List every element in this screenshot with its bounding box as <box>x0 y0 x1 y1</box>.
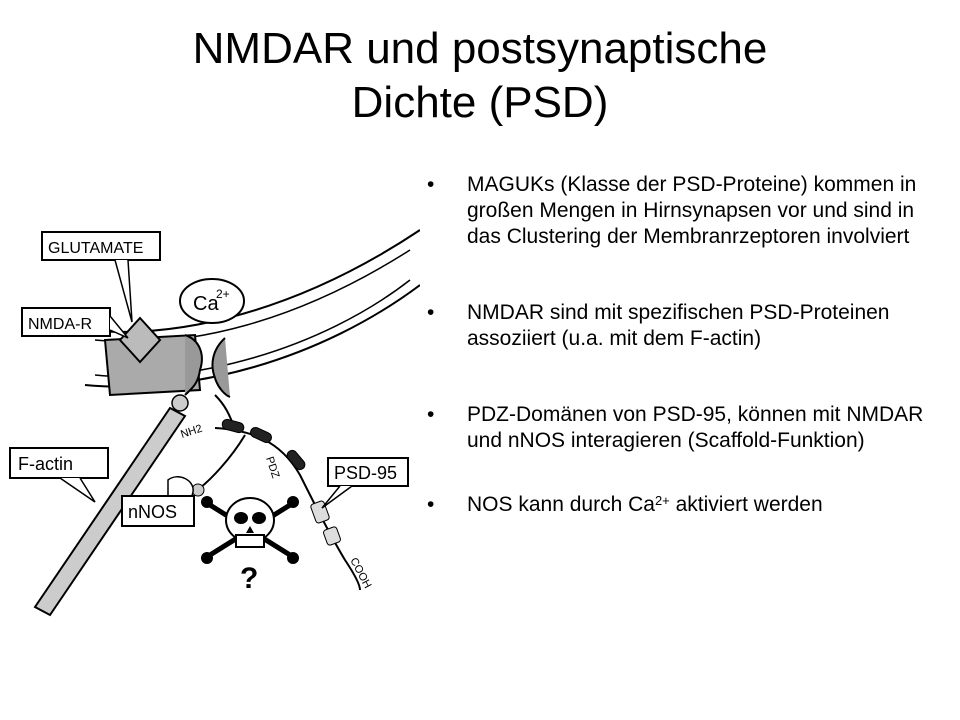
f-actin-pointer <box>59 477 96 503</box>
pdz-label: PDZ <box>263 455 281 480</box>
bullet-text-2: NMDAR sind mit spezifischen PSD-Proteine… <box>467 301 890 350</box>
glutamate-pointer <box>114 259 133 323</box>
glutamate-label-box <box>41 231 161 261</box>
f-actin-label: F-actin <box>18 454 73 474</box>
bullet-nmdar-psd: • NMDAR sind mit spezifischen PSD-Protei… <box>425 300 945 352</box>
psd95-label-box <box>327 457 409 487</box>
channel-left-lobe <box>184 334 203 396</box>
glutamate-label: GLUTAMATE <box>48 240 143 257</box>
gk-domain <box>323 526 341 546</box>
channel-right-lobe <box>211 337 231 398</box>
bullet-maguks: • MAGUKs (Klasse der PSD-Proteine) komme… <box>425 172 945 250</box>
bullet-nos-calcium: • NOS kann durch Ca2+ aktiviert werden <box>425 492 945 518</box>
membrane-line-outer <box>84 229 420 333</box>
skull-crossbones-icon <box>201 496 299 564</box>
nmda-r-pointer <box>109 315 129 339</box>
bullet-text-3: PDZ-Domänen von PSD-95, können mit NMDAR… <box>467 403 924 452</box>
pdz-domain-3 <box>286 449 306 471</box>
bullet-pdz-domains: • PDZ-Domänen von PSD-95, können mit NMD… <box>425 402 945 454</box>
bullet-text-4-sup: 2+ <box>654 493 670 508</box>
cooh-label: COOH <box>347 556 373 591</box>
f-actin-rod <box>33 406 187 617</box>
title-line-1: NMDAR und postsynaptische <box>192 24 768 73</box>
calcium-bubble <box>179 278 245 324</box>
nnos-label-box <box>121 495 195 527</box>
pdz-domain-1 <box>221 418 245 434</box>
slide-title: NMDAR und postsynaptische Dichte (PSD) <box>0 22 960 130</box>
nmda-r-label: NMDA-R <box>28 316 92 333</box>
bullet-text-4-suffix: aktiviert werden <box>669 493 823 516</box>
psd95-pointer <box>321 485 353 509</box>
calcium-superscript: 2+ <box>216 287 230 301</box>
nh2-label: NH2 <box>179 423 204 441</box>
bullet-text-1: MAGUKs (Klasse der PSD-Proteine) kommen … <box>467 173 917 248</box>
bullet-list: • MAGUKs (Klasse der PSD-Proteine) komme… <box>425 172 945 518</box>
nnos-label: nNOS <box>128 502 177 522</box>
question-mark: ? <box>240 562 258 595</box>
nnos-link <box>199 434 246 489</box>
glutamate-diamond <box>118 316 162 364</box>
bullet-marker: • <box>427 301 435 324</box>
bullet-marker: • <box>427 173 435 196</box>
nmdar-psd-diagram: Ca 2+ GLUTAMATE NMDA-R F-actin NH2 PDZ C… <box>9 229 420 617</box>
bullet-marker: • <box>427 493 435 516</box>
pdz-domain-2 <box>250 426 272 444</box>
bullet-marker: • <box>427 403 435 426</box>
psd95-label: PSD-95 <box>334 463 397 483</box>
f-actin-label-box <box>9 447 109 479</box>
bullet-text-4-prefix: NOS kann durch Ca <box>467 493 655 516</box>
f-actin-anchor <box>171 394 189 412</box>
title-line-2: Dichte (PSD) <box>351 78 609 127</box>
calcium-label: Ca <box>193 293 219 315</box>
